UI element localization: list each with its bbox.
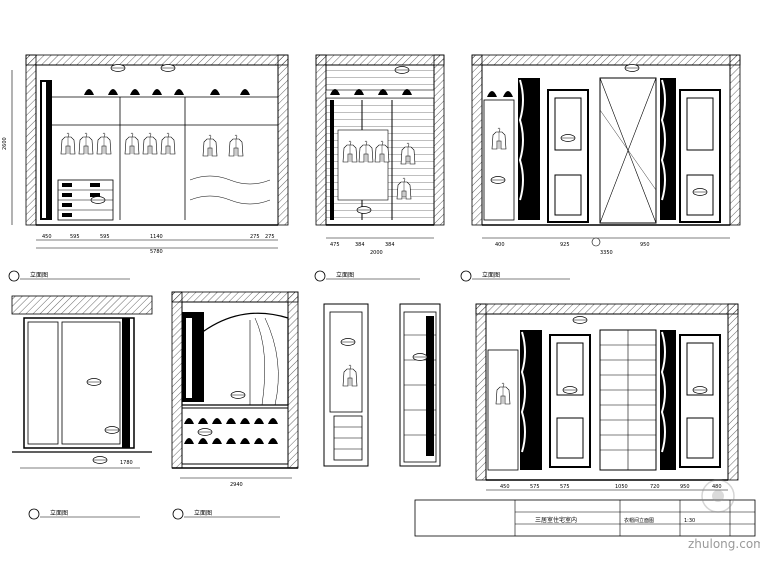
dim-a-4: 1140 (150, 234, 163, 240)
dim-d: 1780 (120, 460, 133, 466)
dim-a-3: 595 (100, 234, 110, 240)
elevation-b (315, 54, 445, 239)
title-block (414, 499, 756, 537)
dim-a-6: 275 (265, 234, 275, 240)
dim-a-total: 5780 (150, 249, 163, 255)
view-label-4: 立面图 (50, 509, 68, 517)
dim-b-1: 475 (330, 242, 340, 248)
dim-h-3: 575 (560, 484, 570, 490)
title-project: 三居室住宅室内 (535, 516, 577, 524)
view-label-5: 立面图 (194, 509, 212, 517)
dim-b-3: 384 (385, 242, 395, 248)
view-label-row-bottom (28, 508, 280, 520)
title-sheet: 衣帽间立面图 (624, 517, 654, 524)
dim-h-6: 950 (680, 484, 690, 490)
view-label-2: 立面图 (336, 271, 354, 279)
dim-a-1: 450 (42, 234, 52, 240)
elevation-h (475, 303, 739, 491)
elevation-c (471, 54, 741, 247)
dim-h-5: 720 (650, 484, 660, 490)
watermark-text: zhulong.com (688, 537, 760, 551)
dim-c-1: 400 (495, 242, 505, 248)
elevation-d (11, 295, 153, 469)
dim-h-4: 1050 (615, 484, 628, 490)
dim-e: 2940 (230, 482, 243, 488)
elevation-e (171, 291, 299, 479)
dim-b-total: 2000 (370, 250, 383, 256)
dim-h-2: 575 (530, 484, 540, 490)
view-label-row-top (8, 270, 570, 282)
dim-height: 2600 (2, 137, 8, 150)
dim-h-7: 480 (712, 484, 722, 490)
view-label-3: 立面图 (482, 271, 500, 279)
elevation-a (11, 54, 289, 249)
dim-b-2: 384 (355, 242, 365, 248)
dim-c-3: 950 (640, 242, 650, 248)
elevation-g (399, 303, 441, 467)
elevation-f (323, 303, 369, 467)
dim-c-2: 925 (560, 242, 570, 248)
view-label-1: 立面图 (30, 271, 48, 279)
dim-h-1: 450 (500, 484, 510, 490)
dim-a-2: 595 (70, 234, 80, 240)
watermark-logo (701, 479, 735, 513)
dim-c-total: 3350 (600, 250, 613, 256)
title-scale: 1:30 (684, 518, 695, 524)
dim-a-5: 275 (250, 234, 260, 240)
